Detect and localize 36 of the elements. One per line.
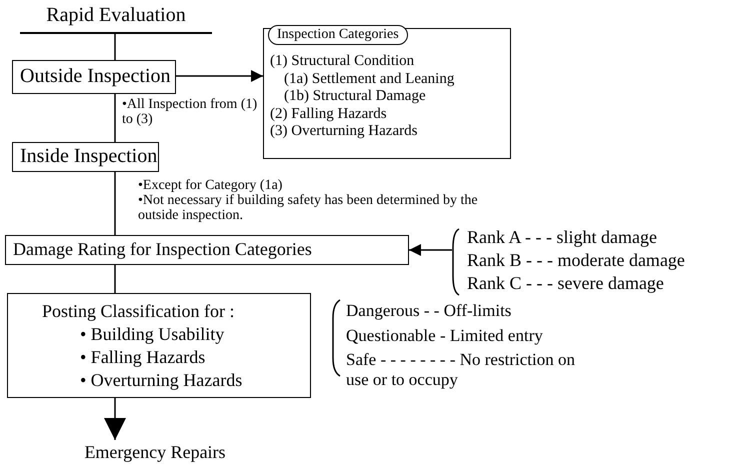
connector [114, 94, 116, 142]
panel-heading: Inspection Categories [268, 25, 408, 45]
note-text: •Not necessary if building safety has been determined by the outside inspection. [138, 193, 479, 223]
box-label: Outside Inspection [20, 65, 171, 87]
list-item: • Building Usability [79, 323, 226, 346]
note-text: Questionable - Limited entry [346, 326, 544, 346]
note-text: Safe - - - - - - - - No restriction on use or to occupy [346, 350, 576, 390]
category-panel [263, 28, 511, 159]
category-item: (2) Falling Hazards [270, 106, 388, 123]
category-item: (3) Overturning Hazards [270, 123, 418, 140]
rank-text: Rank A - - - slight damage [467, 226, 658, 249]
process-box [7, 293, 311, 398]
box-label: Damage Rating for Inspection Categories [13, 239, 312, 259]
process-box [12, 60, 176, 94]
connector [114, 172, 116, 235]
connector [409, 244, 452, 256]
note-text: Dangerous - - Off-limits [346, 301, 512, 321]
process-box [5, 235, 409, 265]
category-item: (1b) Structural Damage [283, 88, 427, 106]
end-text: Emergency Repairs [84, 441, 226, 464]
box-label: Inside Inspection [20, 145, 158, 167]
connector [104, 398, 126, 440]
heading-text: Rapid Evaluation [46, 3, 186, 28]
rank-text: Rank B - - - moderate damage [467, 249, 686, 272]
list-item: • Falling Hazards [79, 346, 206, 369]
box-heading: Posting Classification for : [41, 300, 236, 323]
list-item: • Overturning Hazards [79, 369, 244, 392]
process-box [12, 142, 159, 172]
note-text: •Except for Category (1a) [138, 178, 284, 193]
note-text: •All Inspection from (1) to (3) [122, 97, 258, 127]
rank-text: Rank C - - - severe damage [467, 272, 665, 295]
connector [114, 34, 116, 60]
category-item: (1a) Settlement and Leaning [283, 70, 456, 88]
connector [114, 265, 116, 293]
category-item: (1) Structural Condition [270, 53, 416, 70]
connector [176, 70, 263, 82]
